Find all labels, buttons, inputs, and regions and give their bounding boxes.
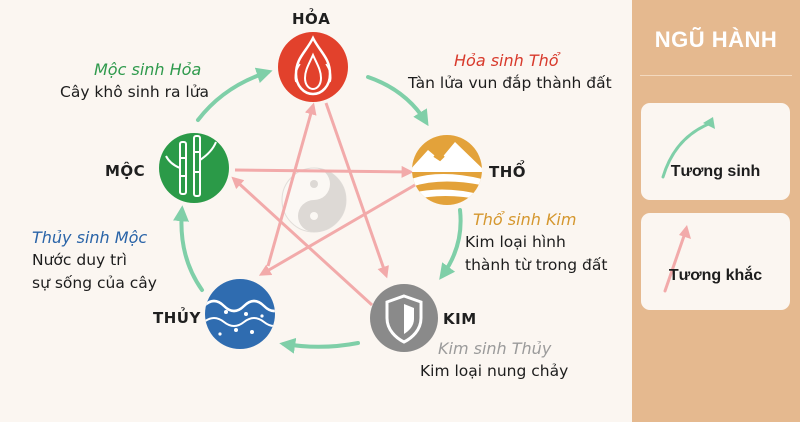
caption-hoa-sinh-tho: Hỏa sinh Thổ Tàn lửa vun đắp thành đất — [408, 49, 612, 95]
pink-arrow-icon — [663, 225, 691, 293]
arrow-hoa-kim — [324, 102, 389, 279]
element-label-hoa: HỎA — [292, 10, 331, 28]
generating-arrows — [173, 67, 463, 354]
element-label-kim: KIM — [443, 310, 477, 328]
water-element-icon — [205, 279, 275, 349]
element-label-moc: MỘC — [105, 162, 146, 180]
caption-desc: Cây khô sinh ra lửa — [60, 83, 210, 101]
legend-card-controlling: Tương khắc — [641, 213, 790, 310]
cycle-graphic — [159, 32, 482, 354]
caption-title: Mộc sinh Hỏa — [94, 60, 202, 79]
legend-card-generating: Tương sinh — [641, 103, 790, 200]
earth-element-icon — [412, 135, 482, 205]
five-elements-diagram: HỎA THỔ KIM THỦY MỘC Mộc sinh Hỏa Cây kh… — [32, 10, 612, 383]
arrow-kim-thuy — [279, 337, 360, 354]
caption-desc-line1: Kim loại hình — [465, 233, 566, 251]
caption-title: Hỏa sinh Thổ — [454, 51, 559, 70]
element-label-thuy: THỦY — [153, 309, 201, 327]
arrow-moc-tho — [234, 165, 414, 178]
controlling-arrows — [231, 102, 416, 307]
caption-thuy-sinh-moc: Thủy sinh Mộc Nước duy trì sự sống của c… — [32, 226, 157, 295]
legend-panel: NGŨ HÀNH Tương sinh Tương khắc — [632, 0, 800, 422]
caption-kim-sinh-thuy: Kim sinh Thủy Kim loại nung chảy — [420, 337, 568, 383]
yin-yang-icon — [281, 167, 347, 233]
arrow-hoa-tho — [366, 75, 429, 127]
caption-tho-sinh-kim: Thổ sinh Kim Kim loại hình thành từ tron… — [465, 208, 607, 277]
caption-title: Kim sinh Thủy — [438, 339, 552, 358]
legend-title: NGŨ HÀNH — [654, 27, 778, 52]
element-label-tho: THỔ — [489, 163, 527, 181]
wood-element-icon — [159, 133, 229, 203]
caption-desc-line2: thành từ trong đất — [465, 256, 608, 274]
fire-element-icon — [278, 32, 348, 102]
caption-desc-line1: Nước duy trì — [32, 251, 127, 269]
arrow-moc-hoa — [196, 67, 273, 122]
legend-generating-label: Tương sinh — [670, 163, 761, 180]
caption-desc: Tàn lửa vun đắp thành đất — [408, 74, 612, 92]
caption-desc-line2: sự sống của cây — [32, 274, 157, 292]
legend-controlling-label: Tương khắc — [668, 267, 763, 284]
caption-moc-sinh-hoa: Mộc sinh Hỏa Cây khô sinh ra lửa — [60, 58, 209, 104]
legend-divider — [640, 75, 792, 76]
arrow-tho-kim — [439, 208, 463, 280]
caption-title: Thủy sinh Mộc — [32, 228, 148, 247]
arrow-kim-moc — [231, 176, 374, 307]
metal-element-icon — [370, 284, 438, 352]
caption-title: Thổ sinh Kim — [473, 210, 577, 229]
arrow-tho-thuy — [258, 183, 416, 276]
caption-desc: Kim loại nung chảy — [420, 362, 569, 380]
arrow-thuy-moc — [173, 205, 204, 292]
arrow-thuy-hoa — [266, 102, 317, 267]
green-arrow-icon — [661, 117, 715, 179]
